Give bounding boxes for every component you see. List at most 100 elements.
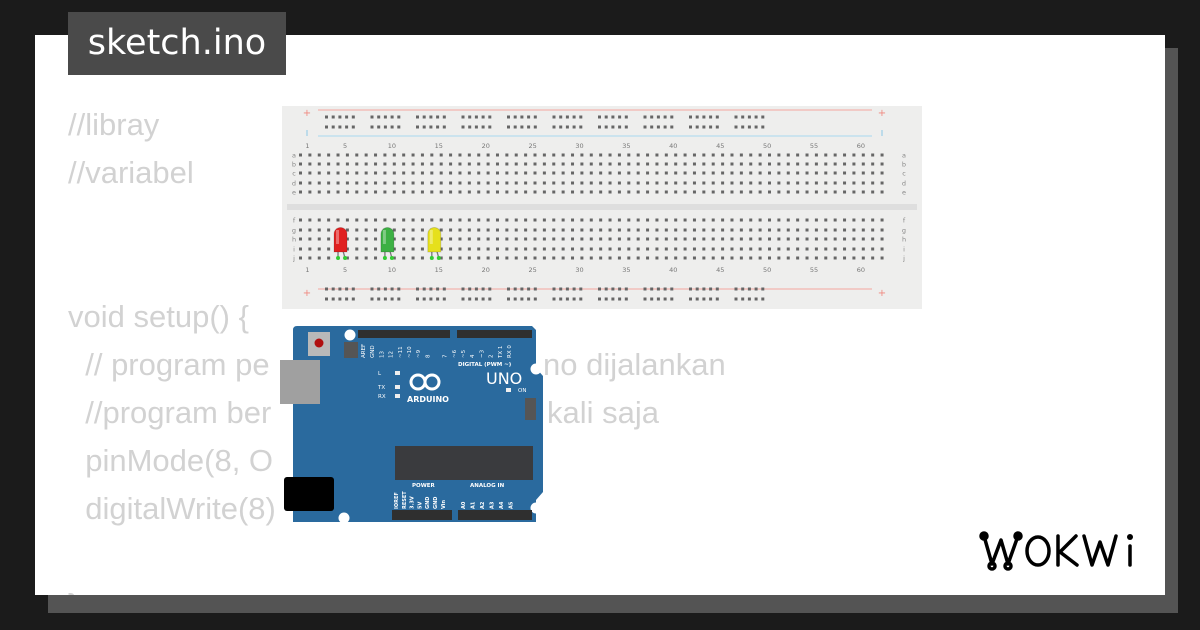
rail-hole: [507, 287, 510, 291]
code-line[interactable]: // program pe: [68, 347, 270, 382]
breadboard-hole: [861, 153, 865, 157]
breadboard-hole: [711, 181, 715, 185]
reset-button-cap: [314, 338, 324, 348]
breadboard-hole: [571, 237, 575, 241]
breadboard-hole: [308, 228, 312, 232]
breadboard-hole: [824, 171, 828, 175]
breadboard-hole: [627, 162, 631, 166]
code-line[interactable]: pinMode(8, O: [68, 443, 274, 478]
breadboard-hole: [345, 181, 349, 185]
digital-pin-label: ~3: [479, 349, 485, 358]
breadboard-hole: [533, 181, 537, 185]
breadboard-hole: [467, 218, 471, 222]
rail-hole: [338, 287, 342, 291]
rail-hole: [474, 115, 478, 119]
breadboard-hole: [683, 237, 687, 241]
breadboard-hole: [786, 218, 790, 222]
breadboard-hole: [420, 247, 424, 251]
rail-hole: [397, 115, 401, 119]
row-label: j: [292, 255, 295, 263]
breadboard-hole: [674, 256, 678, 260]
atmega-chip: [395, 446, 533, 480]
breadboard-hole: [768, 256, 771, 260]
rail-hole: [747, 125, 751, 129]
breadboard-hole: [655, 228, 659, 232]
rail-hole: [507, 115, 510, 119]
rail-hole: [663, 287, 667, 291]
power-pin-label: GND: [433, 497, 439, 509]
breadboard-hole: [730, 218, 734, 222]
breadboard-hole: [402, 256, 406, 260]
breadboard-hole: [871, 247, 875, 251]
rail-hole: [709, 297, 713, 301]
breadboard-hole: [327, 247, 331, 251]
breadboard-hole: [439, 171, 443, 175]
breadboard-hole: [655, 256, 659, 260]
breadboard-hole: [505, 190, 509, 194]
breadboard-hole: [458, 181, 462, 185]
rail-hole: [702, 125, 706, 129]
breadboard-hole: [355, 181, 359, 185]
code-line[interactable]: digitalWrite(8): [68, 491, 276, 526]
breadboard-hole: [364, 171, 368, 175]
code-line[interactable]: }: [68, 581, 78, 595]
breadboard-hole: [439, 228, 443, 232]
breadboard-hole: [880, 247, 884, 251]
breadboard-hole: [336, 162, 340, 166]
rail-hole: [715, 287, 719, 291]
breadboard-hole: [467, 181, 471, 185]
breadboard-hole: [796, 153, 800, 157]
breadboard-hole: [486, 256, 490, 260]
breadboard-hole: [833, 171, 837, 175]
breadboard-hole: [589, 247, 593, 251]
breadboard-hole: [617, 162, 621, 166]
breadboard-hole: [364, 162, 368, 166]
rail-hole: [461, 115, 465, 119]
breadboard-hole: [383, 162, 387, 166]
breadboard-hole: [580, 190, 584, 194]
code-line[interactable]: //variabel: [68, 155, 194, 190]
breadboard-hole: [299, 218, 302, 222]
breadboard-hole: [374, 162, 378, 166]
column-label: 15: [435, 142, 443, 150]
breadboard-hole: [327, 228, 331, 232]
code-line[interactable]: //program ber: [68, 395, 272, 430]
breadboard-hole: [777, 171, 781, 175]
rail-hole: [345, 115, 349, 119]
breadboard-hole: [299, 237, 302, 241]
breadboard-hole: [467, 162, 471, 166]
breadboard-hole: [721, 153, 725, 157]
breadboard-hole: [617, 247, 621, 251]
rail-hole: [390, 115, 394, 119]
breadboard-hole: [336, 153, 340, 157]
code-line-continuation[interactable]: kali saja: [547, 395, 659, 430]
breadboard-hole: [843, 162, 847, 166]
breadboard-hole: [420, 162, 424, 166]
breadboard-hole: [439, 218, 443, 222]
rail-hole: [436, 115, 440, 119]
rail-hole: [345, 125, 349, 129]
breadboard-hole: [533, 153, 537, 157]
breadboard-hole: [524, 237, 528, 241]
breadboard-hole: [617, 228, 621, 232]
breadboard-hole: [861, 237, 865, 241]
digital-label: DIGITAL (PWM ~): [458, 362, 512, 368]
power-pin-label: 3.3V: [410, 496, 416, 509]
code-line[interactable]: void setup() {: [68, 299, 249, 334]
code-line[interactable]: //libray: [68, 107, 160, 142]
breadboard-hole: [805, 218, 809, 222]
code-line-continuation[interactable]: no dijalankan: [543, 347, 726, 382]
breadboard-hole: [627, 228, 631, 232]
rail-hole: [734, 297, 738, 301]
breadboard-hole: [721, 237, 725, 241]
breadboard-hole: [327, 218, 331, 222]
row-label: f: [293, 217, 296, 225]
breadboard-hole: [692, 237, 696, 241]
power-pin-label: 5V: [417, 502, 423, 509]
rail-hole: [611, 287, 615, 291]
breadboard-hole: [552, 218, 556, 222]
power-pin-label: RESET: [402, 491, 408, 509]
led-pin: [429, 256, 434, 260]
breadboard-hole: [636, 247, 640, 251]
breadboard-hole: [777, 247, 781, 251]
